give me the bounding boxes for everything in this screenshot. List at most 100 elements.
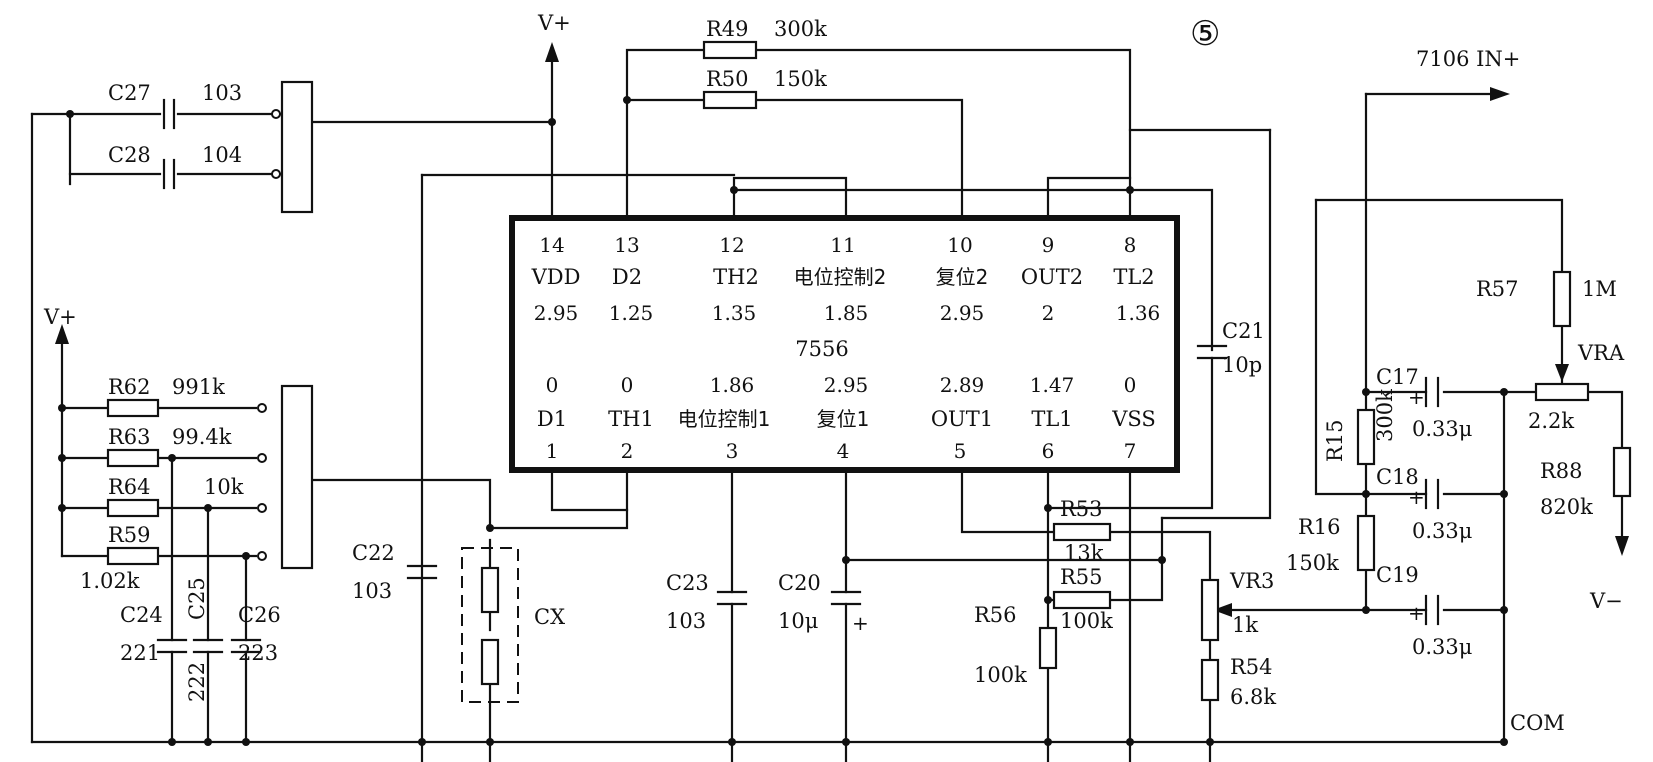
ic-name: 7556 xyxy=(795,337,848,361)
capacitor-c25 xyxy=(192,638,224,654)
resistor-r59 xyxy=(106,546,160,566)
ic-bottom-pin: 2.95 复位1 4 xyxy=(817,373,870,463)
pin-name: D1 xyxy=(537,407,567,431)
r50-value: 150k xyxy=(774,67,827,91)
r50-ref: R50 xyxy=(706,67,749,91)
r15-value: 300k xyxy=(1373,389,1397,442)
r56-value: 100k xyxy=(974,663,1027,687)
c20-ref: C20 xyxy=(778,571,821,595)
r59-ref: R59 xyxy=(108,523,151,547)
capacitor-c27 xyxy=(162,98,176,130)
c17-value: 0.33μ xyxy=(1412,417,1472,441)
pin-number: 8 xyxy=(1124,233,1137,257)
pin-number: 5 xyxy=(954,439,967,463)
resistor-r56 xyxy=(1038,626,1058,670)
c22-value: 103 xyxy=(352,579,392,603)
polarity-plus: + xyxy=(1408,385,1425,409)
pin-number: 14 xyxy=(539,233,564,257)
pin-voltage: 0 xyxy=(1124,373,1137,397)
pin-number: 2 xyxy=(621,439,634,463)
pin-voltage: 1.36 xyxy=(1116,301,1161,325)
resistor-cx-upper xyxy=(480,566,500,614)
pin-name: 电位控制1 xyxy=(678,407,771,431)
pin-name: TH2 xyxy=(713,265,759,289)
switch-contact xyxy=(271,169,281,179)
pin-number: 11 xyxy=(830,233,855,257)
r63-ref: R63 xyxy=(108,425,151,449)
r16-value: 150k xyxy=(1286,551,1339,575)
c19-ref: C19 xyxy=(1376,563,1419,587)
capacitor-c24 xyxy=(156,638,188,654)
switch-bar-bottom xyxy=(280,384,314,570)
r62-value: 991k xyxy=(172,375,225,399)
pin-voltage: 1.85 xyxy=(824,301,869,325)
r15-ref: R15 xyxy=(1323,419,1347,462)
pin-name: OUT1 xyxy=(931,407,993,431)
c21-value: 10p xyxy=(1222,353,1262,377)
r55-value: 100k xyxy=(1060,609,1113,633)
resistor-cx-lower xyxy=(480,638,500,686)
c23-value: 103 xyxy=(666,609,706,633)
pin-number: 3 xyxy=(726,439,739,463)
r88-ref: R88 xyxy=(1540,459,1583,483)
pin-name: TL2 xyxy=(1113,265,1154,289)
capacitor-c23 xyxy=(716,590,748,606)
c24-value: 221 xyxy=(120,641,160,665)
vra-value: 2.2k xyxy=(1528,409,1574,433)
resistor-r57 xyxy=(1552,270,1572,328)
switch-contact xyxy=(257,453,267,463)
resistor-r63 xyxy=(106,448,160,468)
pin-name: 复位2 xyxy=(936,265,989,289)
vplus-left-label: V+ xyxy=(43,305,77,329)
pin-name: OUT2 xyxy=(1021,265,1083,289)
r56-ref: R56 xyxy=(974,603,1017,627)
arrow-down-icon xyxy=(1615,536,1629,556)
r62-ref: R62 xyxy=(108,375,151,399)
pin-voltage: 2.89 xyxy=(940,373,985,397)
r64-value: 10k xyxy=(204,475,244,499)
ic-bottom-pin: 1.47 TL1 6 xyxy=(1030,373,1075,463)
c18-ref: C18 xyxy=(1376,465,1419,489)
pin-name: TH1 xyxy=(608,407,654,431)
junction-dots xyxy=(58,96,1508,746)
c17-ref: C17 xyxy=(1376,365,1419,389)
resistor-r88 xyxy=(1612,446,1632,498)
c27-value: 103 xyxy=(202,81,242,105)
c28-value: 104 xyxy=(202,143,242,167)
ic-bottom-pin: 0 D1 1 xyxy=(537,373,567,463)
c26-ref: C26 xyxy=(238,603,281,627)
vplus-top-label: V+ xyxy=(537,11,571,35)
switch-contact xyxy=(257,403,267,413)
r59-value: 1.02k xyxy=(80,569,140,593)
pin-number: 6 xyxy=(1042,439,1055,463)
capacitor-c19: + xyxy=(1408,594,1440,626)
ic-bottom-pin: 1.86 电位控制1 3 xyxy=(678,373,771,463)
pin-number: 12 xyxy=(719,233,744,257)
pin-number: 7 xyxy=(1124,439,1137,463)
pin-name: 电位控制2 xyxy=(794,265,887,289)
pin-voltage: 0 xyxy=(546,373,559,397)
c20-value: 10μ xyxy=(778,609,818,633)
resistor-r62 xyxy=(106,398,160,418)
capacitor-c26 xyxy=(230,638,262,654)
resistor-r49 xyxy=(702,40,758,60)
resistor-r16 xyxy=(1356,514,1376,572)
potentiometer-vr3 xyxy=(1200,578,1220,642)
resistor-r64 xyxy=(106,498,160,518)
ic-top-pin: 14 VDD 2.95 xyxy=(531,233,581,325)
vr3-value: 1k xyxy=(1232,613,1258,637)
arrow-up-icon xyxy=(545,42,559,62)
ic-bottom-pin: 0 VSS 7 xyxy=(1111,373,1156,463)
pin-voltage: 1.35 xyxy=(712,301,757,325)
pin-number: 1 xyxy=(546,439,559,463)
c27-ref: C27 xyxy=(108,81,151,105)
ic-7556-body xyxy=(509,215,1180,473)
c25-ref: C25 xyxy=(185,577,209,620)
switch-contact xyxy=(271,109,281,119)
ic-top-pin: 13 D2 1.25 xyxy=(609,233,654,325)
r53-ref: R53 xyxy=(1060,497,1103,521)
pin-name: TL1 xyxy=(1031,407,1072,431)
resistor-r54 xyxy=(1200,658,1220,702)
resistor-r53 xyxy=(1052,522,1112,542)
